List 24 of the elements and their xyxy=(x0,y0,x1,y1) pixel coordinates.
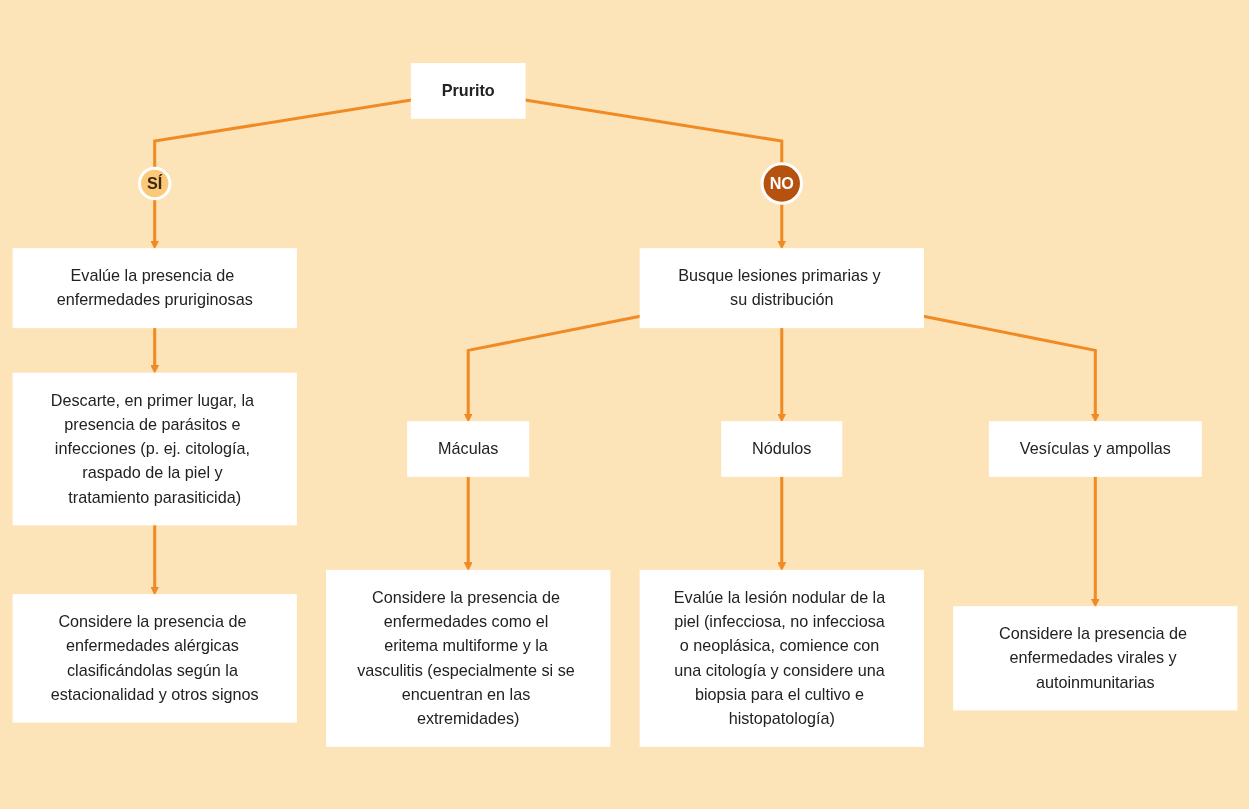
node-box: Prurito xyxy=(410,62,526,119)
arrow xyxy=(149,524,159,595)
node-box: Evalúe la lesión nodular de la piel (infecciosa, no infecciosa o neoplásica, comience con una citología y considere una biopsia para el cultivo e histopatología) xyxy=(639,569,924,747)
node-circle: SÍ xyxy=(137,166,171,200)
connector xyxy=(524,98,783,164)
arrow xyxy=(922,314,1100,422)
node-box: Evalúe la presencia de enfermedades pruriginosas xyxy=(12,247,297,328)
node-box: Vesículas y ampollas xyxy=(988,420,1202,477)
arrow xyxy=(776,202,786,249)
arrow xyxy=(1090,475,1100,607)
node-box: Considere la presencia de enfermedades alérgicas clasificándolas según la estacionalidad y otros signos xyxy=(12,593,297,723)
node-box: Nódulos xyxy=(720,420,842,477)
node-box: Máculas xyxy=(406,420,529,477)
arrow xyxy=(776,475,786,571)
arrow xyxy=(149,198,159,249)
arrow xyxy=(463,475,473,571)
node-box: Descarte, en primer lugar, la presencia de parásitos e infecciones (p. ej. citología, raspado de la piel y tratamiento parasiticida) xyxy=(12,372,297,525)
node-box: Considere la presencia de enfermedades como el eritema multiforme y la vasculitis (especialmente si se encuentran en las extremidades) xyxy=(325,569,610,747)
arrow xyxy=(776,327,786,422)
node-circle: NO xyxy=(760,161,803,205)
node-box: Considere la presencia de enfermedades virales y autoinmunitarias xyxy=(952,605,1237,710)
arrow xyxy=(149,327,159,374)
arrow xyxy=(463,314,640,422)
node-box: Busque lesiones primarias y su distribución xyxy=(639,247,924,328)
